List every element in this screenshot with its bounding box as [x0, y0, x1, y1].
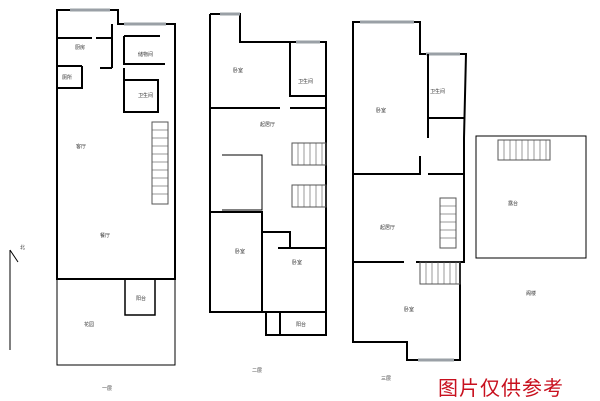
- first-floor-plan: [56, 8, 176, 366]
- third-floor-stairs: [425, 205, 457, 284]
- roof-plan: [475, 135, 587, 259]
- north-label: 北: [20, 245, 26, 251]
- disclaimer-text: 图片仅供参考: [438, 376, 564, 400]
- room-label-balcony: 阳台: [296, 322, 307, 328]
- room-label-bath: 卫生间: [138, 93, 154, 99]
- room-label-wc: 厕所: [62, 75, 73, 81]
- level-label-second: 二层: [252, 368, 263, 374]
- room-label-bath: 卫生间: [430, 89, 446, 95]
- room-label-hall: 起居厅: [260, 122, 276, 128]
- first-floor-stairs: [152, 129, 168, 195]
- room-label-storage: 储物间: [138, 52, 154, 58]
- level-label-third: 三层: [381, 376, 392, 382]
- level-label-first: 一层: [102, 386, 113, 392]
- room-label-living: 客厅: [76, 144, 87, 150]
- north-arrow: [9, 249, 19, 350]
- roof-stairs: [503, 140, 547, 160]
- room-label-garden: 花园: [84, 322, 95, 328]
- second-floor-stairs: [297, 143, 323, 207]
- room-label-bedroom: 卧室: [233, 68, 244, 74]
- room-label-bedroom: 卧室: [404, 307, 415, 313]
- room-label-bath: 卫生间: [298, 79, 314, 85]
- room-label-terrace: 露台: [508, 201, 519, 207]
- second-floor-plan: [209, 12, 327, 336]
- room-label-hall: 起居厅: [380, 225, 396, 231]
- room-label-bedroom: 卧室: [292, 260, 303, 266]
- level-label-roof: 阁楼: [526, 291, 537, 297]
- room-label-bedroom: 卧室: [235, 249, 246, 255]
- room-label-bedroom: 卧室: [376, 108, 387, 114]
- third-floor-plan: [352, 20, 468, 362]
- room-label-balcony: 阳台: [136, 296, 147, 302]
- room-label-dining: 餐厅: [100, 233, 111, 239]
- room-label-kitchen: 厨房: [75, 45, 86, 51]
